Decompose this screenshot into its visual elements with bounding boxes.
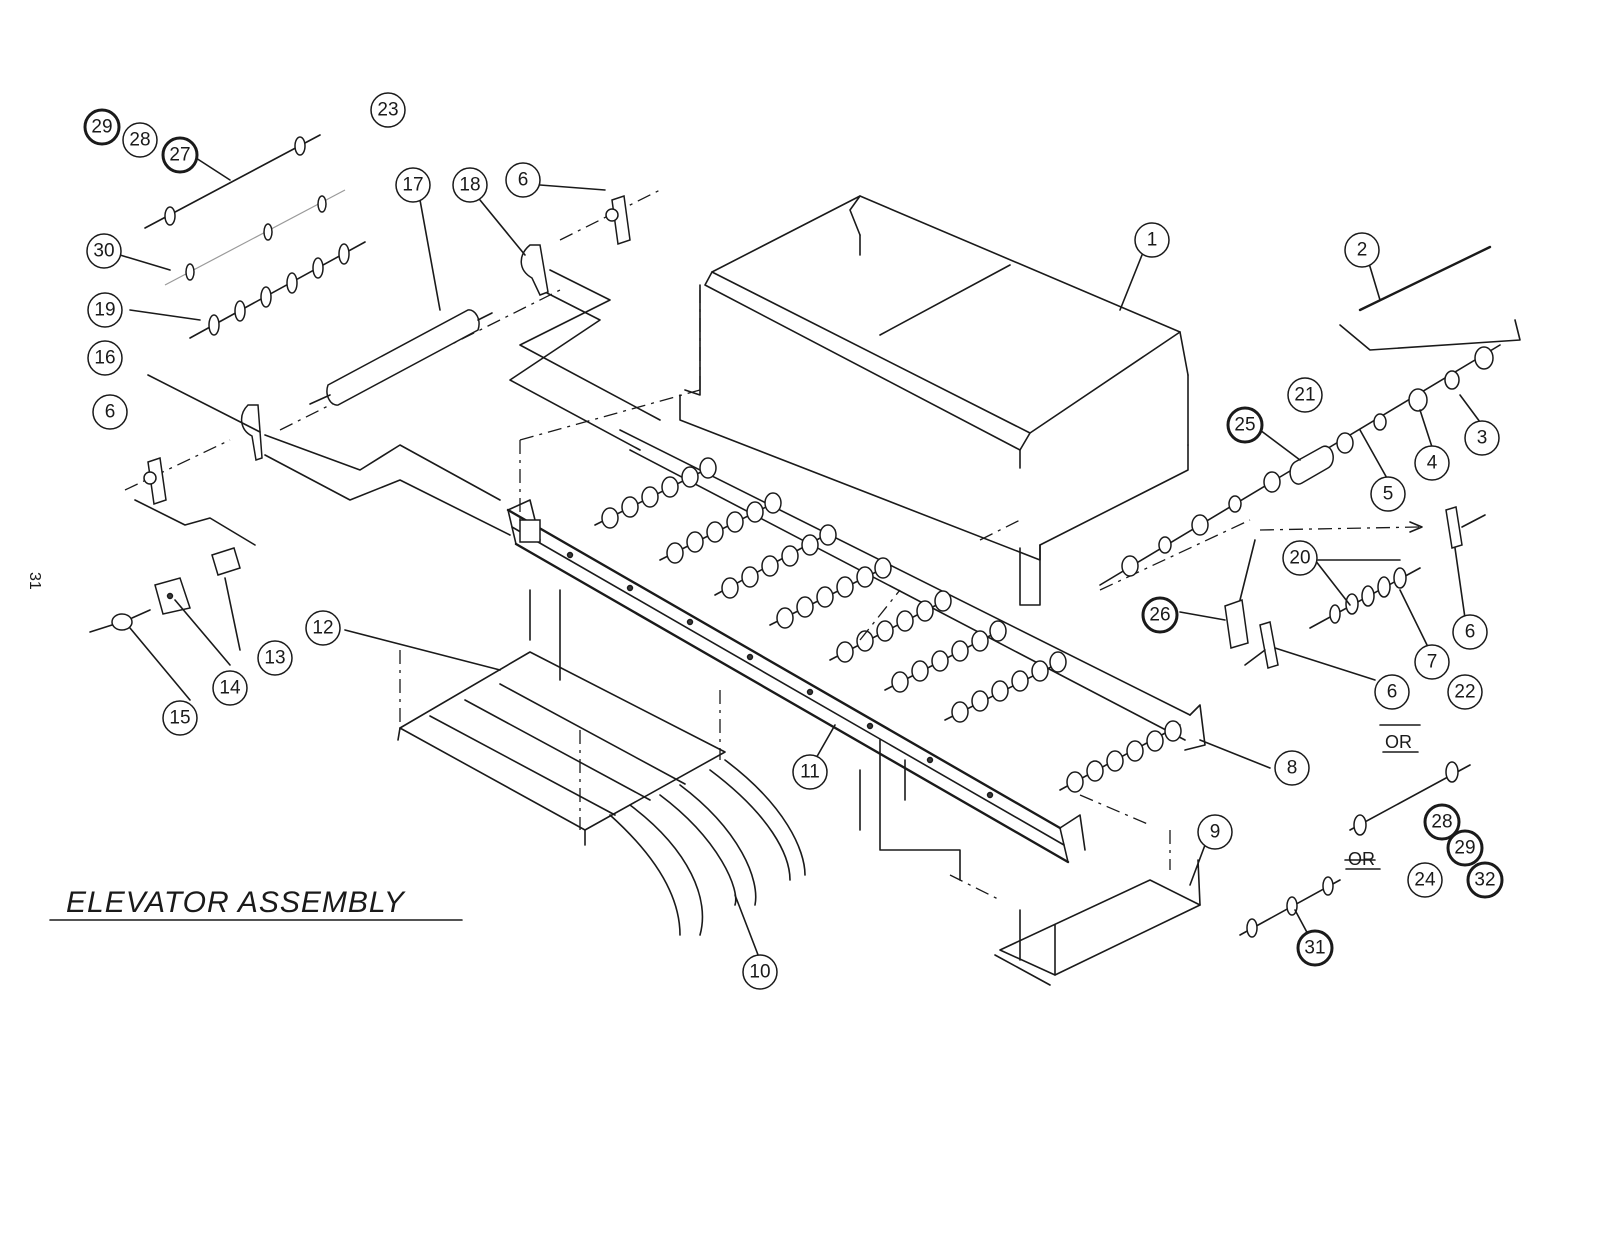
svg-text:3: 3: [1477, 428, 1488, 449]
callout-21: 21: [1287, 377, 1323, 413]
conveyor-side-rail: [506, 499, 1086, 864]
svg-text:6: 6: [1387, 682, 1398, 703]
callout-29a: 29: [83, 108, 121, 146]
callout-10: 10: [742, 954, 778, 990]
svg-text:15: 15: [169, 708, 190, 729]
drive-roller: [309, 309, 493, 406]
callout-18: 18: [452, 167, 488, 203]
svg-text:2: 2: [1357, 240, 1368, 261]
svg-text:11: 11: [800, 762, 820, 783]
svg-text:22: 22: [1454, 682, 1475, 703]
right-middle-parts: [1224, 506, 1486, 669]
callout-24: 24: [1407, 862, 1443, 898]
callout-7: 7: [1414, 644, 1450, 680]
svg-text:18: 18: [459, 175, 480, 196]
svg-text:16: 16: [94, 348, 115, 369]
upper-shafts: [144, 134, 366, 339]
callout-26: 26: [1141, 596, 1179, 634]
callout-16: 16: [87, 340, 123, 376]
svg-text:10: 10: [749, 962, 770, 983]
svg-text:13: 13: [264, 648, 285, 669]
svg-text:25: 25: [1234, 415, 1255, 436]
lower-left-parts: [89, 547, 241, 633]
svg-text:28: 28: [1431, 812, 1452, 833]
leader-paths: [134, 269, 661, 546]
svg-text:5: 5: [1383, 484, 1394, 505]
callout-27: 27: [161, 136, 199, 174]
svg-text:29: 29: [1454, 838, 1475, 859]
callout-22: 22: [1447, 674, 1483, 710]
svg-text:7: 7: [1427, 652, 1438, 673]
conveyor-rollers: [594, 457, 1182, 793]
callout-2: 2: [1344, 232, 1380, 268]
svg-text:8: 8: [1287, 758, 1298, 779]
right-top-parts: [1099, 245, 1521, 586]
callout-17: 17: [395, 167, 431, 203]
svg-text:24: 24: [1414, 870, 1436, 891]
callout-4: 4: [1414, 445, 1450, 481]
svg-text:9: 9: [1210, 822, 1221, 843]
callout-23: 23: [370, 92, 406, 128]
svg-text:26: 26: [1149, 605, 1170, 626]
callout-5: 5: [1370, 476, 1406, 512]
svg-text:19: 19: [94, 300, 115, 321]
bottom-chute: [994, 859, 1201, 986]
callout-15: 15: [162, 700, 198, 736]
callout-6a: 6: [505, 162, 541, 198]
svg-text:27: 27: [169, 145, 190, 166]
callout-1: 1: [1134, 222, 1170, 258]
svg-text:29: 29: [91, 117, 112, 138]
callout-3: 3: [1464, 420, 1500, 456]
svg-text:17: 17: [402, 175, 423, 196]
page-number: 31: [26, 572, 43, 590]
svg-text:12: 12: [312, 618, 333, 639]
svg-text:1: 1: [1147, 230, 1158, 251]
callout-6d: 6: [1374, 674, 1410, 710]
callout-12: 12: [305, 610, 341, 646]
brackets: [143, 195, 631, 505]
callout-8: 8: [1274, 750, 1310, 786]
svg-text:6: 6: [518, 170, 529, 191]
callout-6c: 6: [1452, 614, 1488, 650]
conveyor-far-rail: [619, 429, 1206, 751]
svg-text:6: 6: [105, 402, 116, 423]
callout-25: 25: [1226, 406, 1264, 444]
callout-31: 31: [1296, 929, 1334, 967]
svg-text:6: 6: [1465, 622, 1476, 643]
callout-30: 30: [86, 233, 122, 269]
svg-text:4: 4: [1427, 453, 1438, 474]
callout-6b: 6: [92, 394, 128, 430]
tray-and-curved-rails: [397, 651, 806, 936]
hopper-part: [684, 195, 1189, 469]
svg-text:14: 14: [219, 678, 241, 699]
svg-text:20: 20: [1289, 548, 1310, 569]
callout-32: 32: [1466, 861, 1504, 899]
or-label-2: OR: [1348, 849, 1375, 869]
svg-text:23: 23: [377, 100, 398, 121]
center-lines: [124, 189, 1423, 901]
frame-outline: [529, 394, 1189, 881]
callout-28b: 28: [1423, 803, 1461, 841]
svg-text:28: 28: [129, 130, 150, 151]
callout-9: 9: [1197, 814, 1233, 850]
svg-text:21: 21: [1294, 385, 1315, 406]
callout-29b: 29: [1446, 829, 1484, 867]
callout-11: 11: [792, 754, 828, 790]
callout-19: 19: [87, 292, 123, 328]
callout-28a: 28: [122, 122, 158, 158]
callout-14: 14: [212, 670, 248, 706]
svg-text:32: 32: [1474, 870, 1495, 891]
callouts: 1 2 3 4 5 6 6 6 6 7 8 9 10 11 12 13 14 1…: [83, 92, 1504, 990]
svg-text:31: 31: [1304, 938, 1325, 959]
diagram-title: ELEVATOR ASSEMBLY: [66, 886, 406, 919]
svg-text:30: 30: [93, 241, 114, 262]
callout-leaders: [119, 157, 1481, 961]
right-lower-shafts: [1239, 761, 1471, 938]
or-label-1: OR: [1385, 732, 1412, 752]
callout-13: 13: [257, 640, 293, 676]
callout-20: 20: [1282, 540, 1318, 576]
